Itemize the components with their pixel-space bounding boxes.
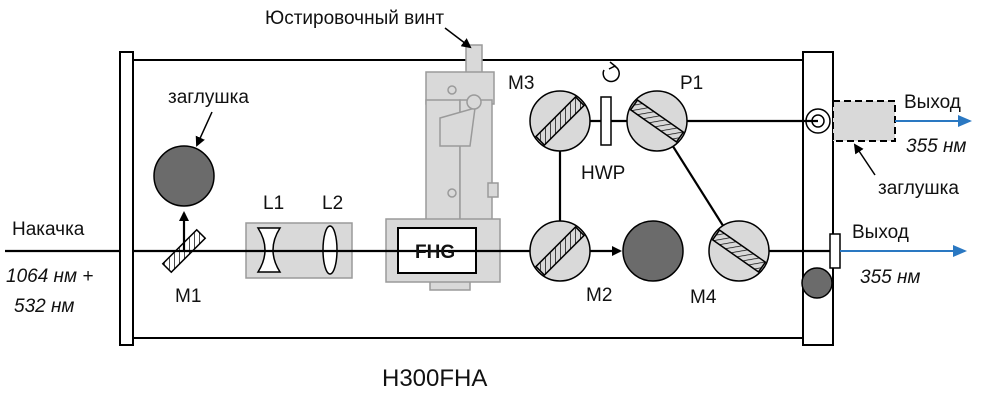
label-m2: M2 (586, 285, 612, 306)
label-m3: M3 (508, 73, 534, 94)
pointer-plug-top (195, 111, 213, 147)
label-p1: P1 (680, 73, 703, 94)
label-hwp: HWP (581, 163, 625, 184)
output-aperture-icon (805, 108, 831, 134)
polarizer-p1-icon (626, 90, 688, 152)
diagram-title: H300FHA (382, 365, 487, 392)
label-output-bottom-wl: 355 нм (860, 267, 920, 288)
label-output-top: Выход (904, 92, 961, 113)
label-input: Накачка (12, 219, 85, 240)
output-plug-dashed (832, 100, 896, 142)
rotation-icon (602, 61, 620, 83)
adjustment-mount (425, 44, 499, 291)
label-plug-right: заглушка (878, 178, 959, 199)
beam-stop-top (153, 145, 215, 207)
pointer-screw (444, 27, 472, 49)
beam-stop-m2 (622, 220, 684, 282)
label-output-top-wl: 355 нм (906, 136, 966, 157)
housing-left-flange (119, 51, 134, 346)
mirror-m2-icon (529, 220, 591, 282)
mirror-m4-icon (708, 220, 770, 282)
label-input-wl2: 532 нм (14, 296, 74, 317)
output-window-bottom (829, 233, 841, 269)
label-adjust-screw: Юстировочный винт (265, 8, 444, 29)
label-l1: L1 (263, 193, 284, 214)
beam-stop-small (801, 267, 833, 299)
label-fhg: FHG (415, 242, 455, 263)
mirror-m3-icon (529, 90, 591, 152)
label-output-bottom: Выход (852, 222, 909, 243)
label-l2: L2 (322, 193, 343, 214)
label-input-wl1: 1064 нм + (6, 266, 93, 287)
pointer-plug-right (853, 143, 876, 176)
hwp-plate-icon (600, 96, 612, 146)
housing-right-flange (802, 51, 834, 346)
mirror-m1-icon (161, 228, 207, 274)
label-plug-top: заглушка (168, 87, 249, 108)
label-m4: M4 (690, 287, 717, 308)
label-m1: M1 (175, 286, 201, 307)
